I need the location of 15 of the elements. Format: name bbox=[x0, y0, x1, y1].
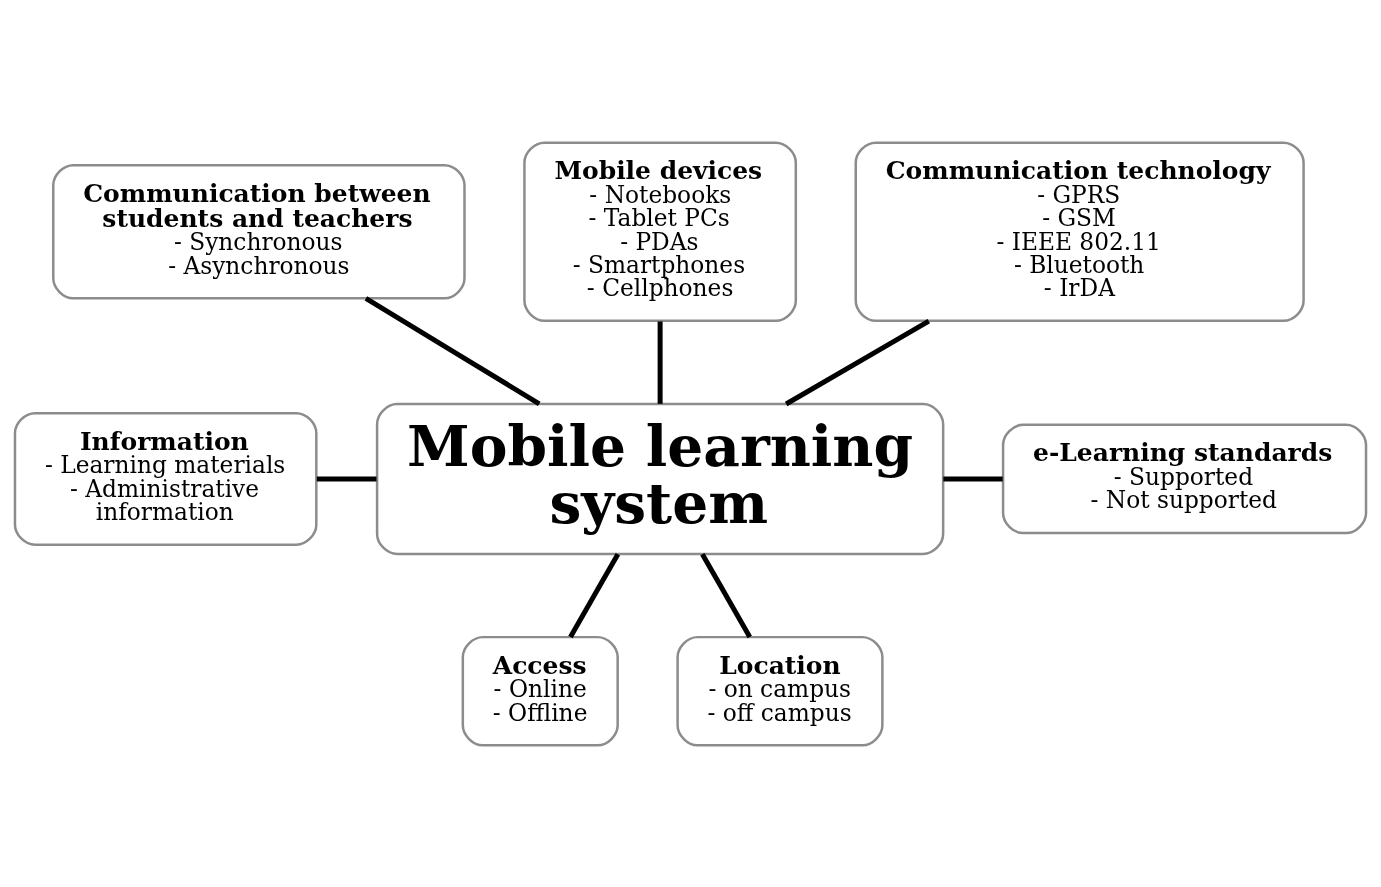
connector bbox=[364, 295, 541, 406]
node-box: Communication technology - GPRS - GSM - IEEE 802.11 - Bluetooth - IrDA bbox=[854, 140, 1305, 322]
node-box: Access - Online - Offline bbox=[461, 635, 619, 747]
connector bbox=[568, 552, 621, 638]
connector bbox=[657, 320, 663, 404]
connector bbox=[784, 318, 931, 406]
connector bbox=[316, 475, 377, 481]
connector bbox=[943, 475, 1003, 481]
node-box: Location - on campus - off campus bbox=[676, 635, 884, 747]
node-box: Information - Learning materials - Administrative information bbox=[13, 411, 318, 546]
node-box: Communication between students and teachers - Synchronous - Asynchronous bbox=[52, 163, 466, 300]
node-box: Mobile devices - Notebooks - Tablet PCs - PDAs - Smartphones - Cellphones bbox=[523, 140, 798, 322]
connector bbox=[700, 552, 752, 638]
node-box: Mobile learning system bbox=[375, 402, 945, 555]
node-box: e-Learning standards - Supported - Not supported bbox=[1001, 423, 1368, 534]
